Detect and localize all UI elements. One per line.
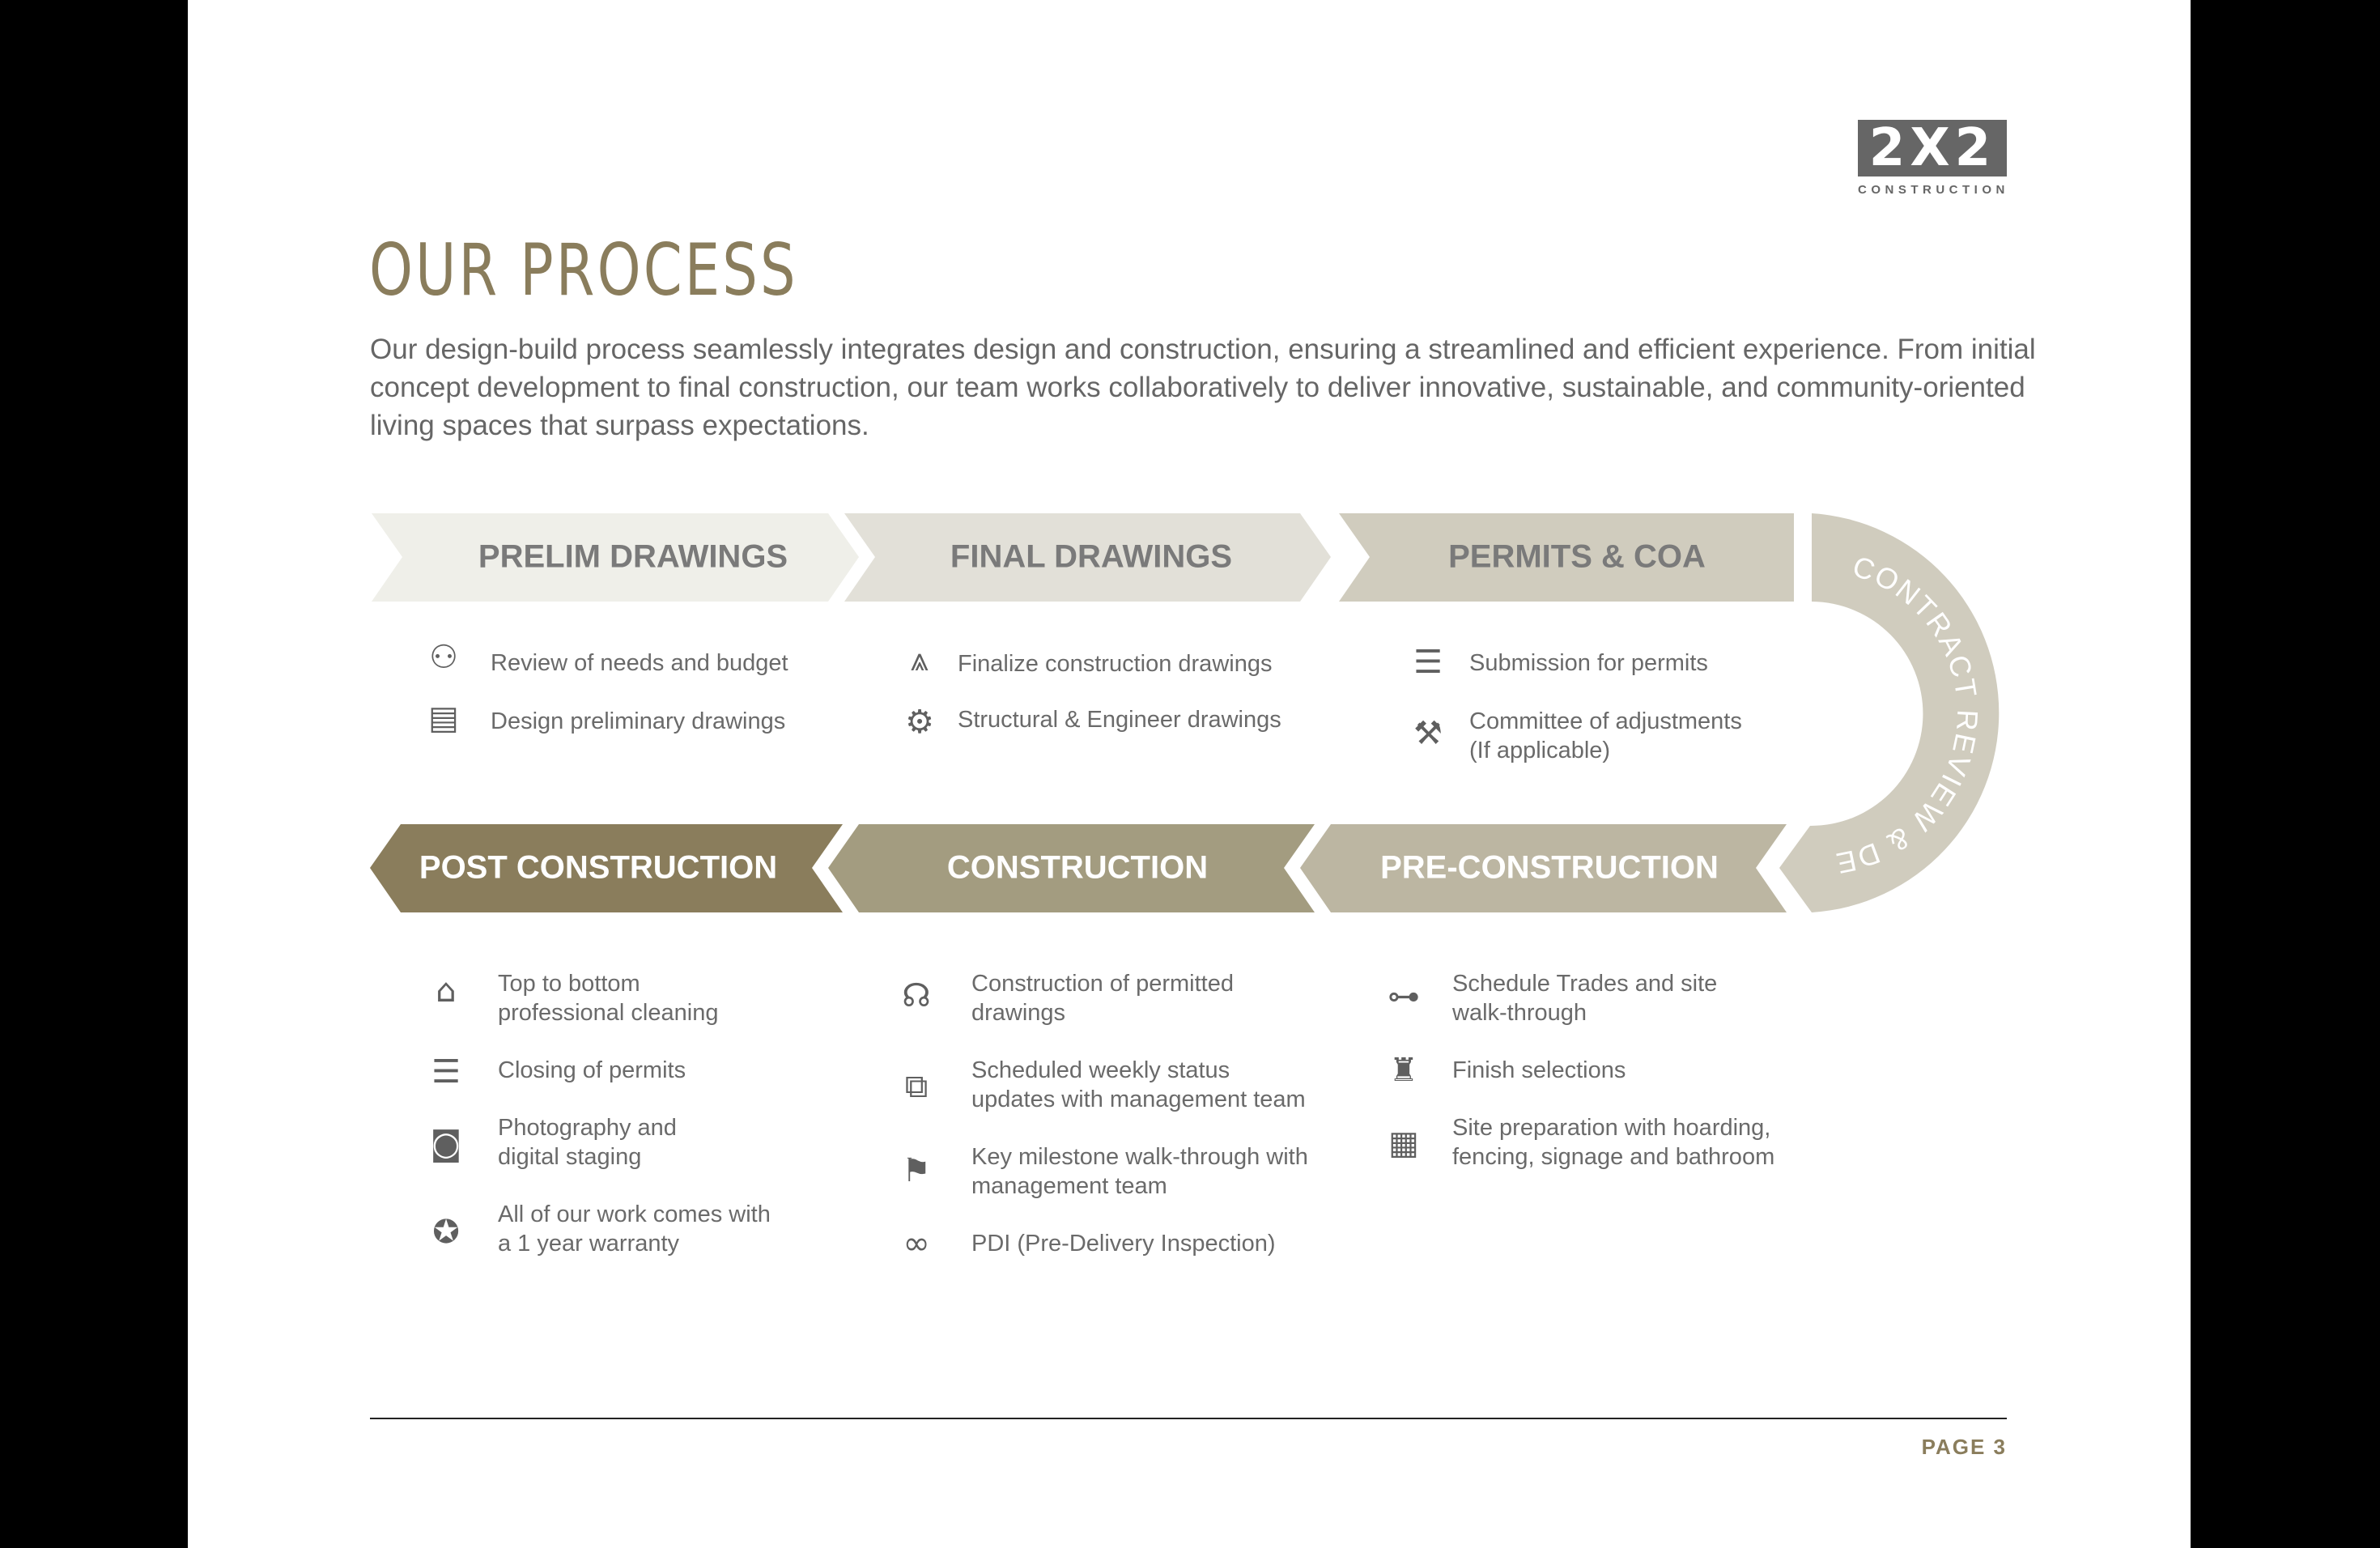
final-item: Structural & Engineer drawings: [958, 707, 1281, 733]
armchair-icon: ♜: [1389, 1052, 1418, 1089]
step-final-chevron: [844, 513, 1331, 602]
step-post-label: POST CONSTRUCTION: [419, 849, 778, 886]
home-icon: ⌂: [436, 972, 457, 1010]
step-permits-chevron: [1339, 513, 1794, 602]
network-icon: ☊: [902, 977, 931, 1014]
step-pre-label: PRE-CONSTRUCTION: [1380, 849, 1719, 886]
construction-item: PDI (Pre-Delivery Inspection): [971, 1231, 1276, 1257]
construction-item: Construction of permitted drawings: [971, 971, 1234, 1026]
flowchart-icon: ⊶: [1388, 978, 1420, 1015]
prelim-item: Design preliminary drawings: [491, 708, 786, 734]
step-construction-label: CONSTRUCTION: [946, 849, 1209, 886]
form-icon: ☰: [431, 1053, 461, 1091]
video-call-icon: ⧉: [904, 1068, 929, 1105]
binoculars-icon: ∞: [903, 1225, 930, 1262]
step-construction-chevron: [828, 824, 1315, 912]
gear-icon: ⚙: [905, 704, 934, 741]
permits-item: Submission for permits: [1469, 650, 1708, 676]
badge-check-icon: ✪: [432, 1214, 460, 1251]
gavel-icon: ⚒: [1413, 715, 1443, 752]
footer-divider: [370, 1418, 2007, 1419]
construction-item: Key milestone walk-through with manageme…: [971, 1144, 1308, 1199]
post-item: Photography and digital staging: [498, 1115, 677, 1170]
post-item: Closing of permits: [498, 1057, 686, 1083]
pre-item: Finish selections: [1452, 1057, 1626, 1083]
prelim-item: Review of needs and budget: [491, 650, 788, 676]
step-contract-arc: [1779, 513, 2000, 912]
pre-item: Site preparation with hoarding, fencing,…: [1452, 1115, 1775, 1170]
permits-item: Committee of adjustments (If applicable): [1469, 708, 1742, 763]
step-prelim-chevron: [372, 513, 859, 602]
page-number: PAGE 3: [1921, 1435, 2007, 1459]
step-permits-label: PERMITS & COA: [1448, 538, 1706, 575]
step-pre-chevron: [1300, 824, 1787, 912]
step-post-chevron: [370, 824, 843, 912]
meeting-icon: ⚇: [429, 639, 458, 676]
step-prelim-label: PRELIM DRAWINGS: [478, 538, 788, 575]
compass-icon: ⩓: [910, 641, 929, 678]
logo: 2X2: [1858, 120, 2007, 176]
logo-subtitle: CONSTRUCTION: [1858, 183, 2009, 197]
page: [188, 0, 2191, 1548]
final-item: Finalize construction drawings: [958, 651, 1273, 677]
flag-icon: ⚑: [902, 1152, 931, 1189]
page-title: OUR PROCESS: [369, 228, 798, 312]
step-final-label: FINAL DRAWINGS: [950, 538, 1233, 575]
fence-icon: ▦: [1388, 1125, 1419, 1162]
form-icon: ☰: [1413, 644, 1443, 681]
pre-item: Schedule Trades and site walk-through: [1452, 971, 1718, 1026]
camera-icon: ◙: [430, 1125, 462, 1163]
intro-paragraph: Our design-build process seamlessly inte…: [370, 334, 2036, 441]
post-item: Top to bottom professional cleaning: [498, 971, 719, 1026]
post-item: All of our work comes with a 1 year warr…: [498, 1201, 771, 1257]
construction-item: Scheduled weekly status updates with man…: [971, 1057, 1306, 1112]
blueprint-icon: ▤: [428, 700, 459, 737]
